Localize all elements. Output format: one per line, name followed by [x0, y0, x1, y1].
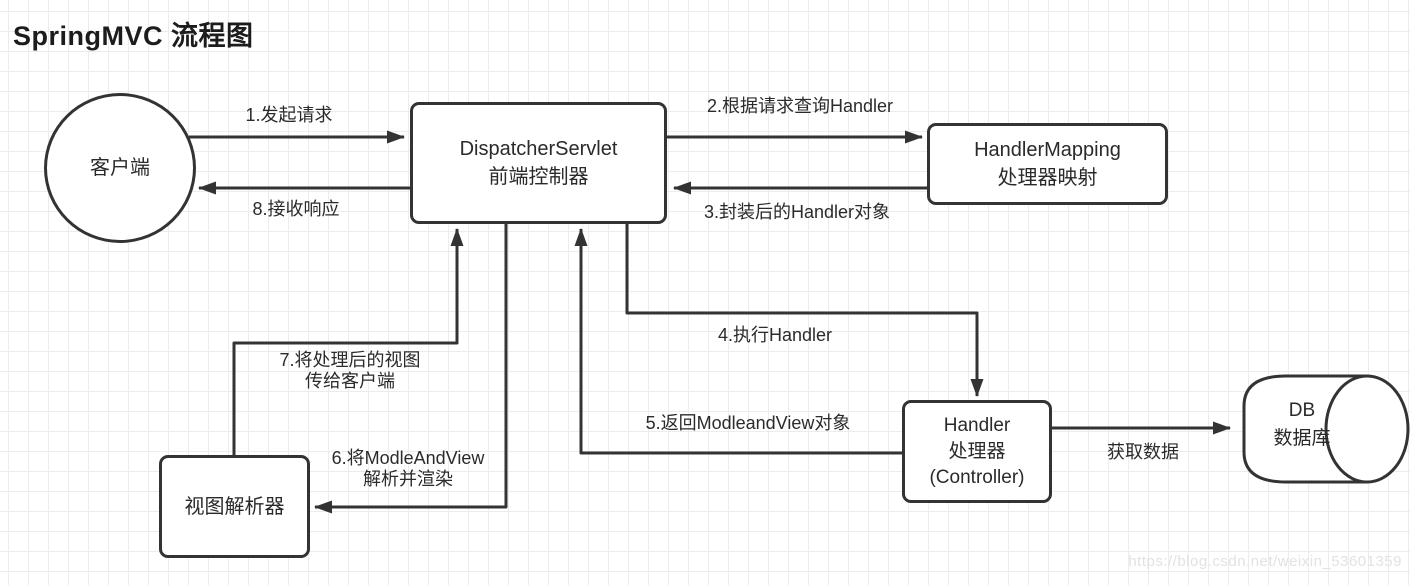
node-database-subtitle: 数据库	[1273, 428, 1331, 449]
node-view-resolver: 视图解析器	[159, 455, 310, 558]
node-dispatcher-servlet-name: DispatcherServlet	[459, 138, 618, 160]
node-handler-mapping-subtitle: 处理器映射	[997, 167, 1098, 189]
label-step3: 3.封装后的Handler对象	[703, 202, 891, 222]
edge-step4-execute-handler	[625, 224, 984, 397]
edge-step5-return-modelandview	[574, 228, 902, 455]
node-database-name: DB	[1288, 400, 1316, 421]
label-step7: 7.将处理后的视图 传给客户端	[279, 350, 420, 392]
label-step7-line2: 传给客户端	[304, 371, 395, 391]
node-database-label: DB 数据库	[1246, 397, 1358, 453]
node-handler: Handler 处理器 (Controller)	[902, 400, 1052, 503]
edge-step6-resolve-render	[314, 224, 508, 514]
label-step8: 8.接收响应	[252, 199, 340, 219]
edge-step7-view-to-client	[232, 228, 464, 456]
label-step5: 5.返回ModleandView对象	[645, 413, 851, 433]
node-view-resolver-label: 视图解析器	[184, 495, 285, 518]
node-client: 客户端	[44, 93, 196, 243]
node-handler-mapping-name: HandlerMapping	[974, 139, 1121, 161]
label-fetch-data: 获取数据	[1107, 442, 1179, 462]
node-handler-subtitle: 处理器	[948, 440, 1006, 462]
label-step6: 6.将ModleAndView 解析并渲染	[332, 448, 485, 490]
node-handler-mapping: HandlerMapping 处理器映射	[927, 123, 1168, 205]
label-step6-line1: 6.将ModleAndView	[331, 448, 485, 468]
diagram-title: SpringMVC 流程图	[13, 21, 254, 51]
node-handler-note: (Controller)	[929, 466, 1025, 488]
node-dispatcher-servlet-subtitle: 前端控制器	[488, 166, 589, 188]
label-step2: 2.根据请求查询Handler	[706, 96, 894, 116]
node-dispatcher-servlet: DispatcherServlet 前端控制器	[410, 102, 667, 224]
label-step6-line2: 解析并渲染	[362, 469, 453, 489]
label-step7-line1: 7.将处理后的视图	[279, 350, 421, 370]
label-step1: 1.发起请求	[245, 105, 333, 125]
node-handler-name: Handler	[943, 414, 1011, 436]
watermark-url: https://blog.csdn.net/weixin_53601359	[1128, 553, 1402, 570]
label-step4: 4.执行Handler	[717, 325, 833, 345]
database-cylinder-shape	[1242, 374, 1410, 484]
node-client-label: 客户端	[90, 157, 150, 179]
